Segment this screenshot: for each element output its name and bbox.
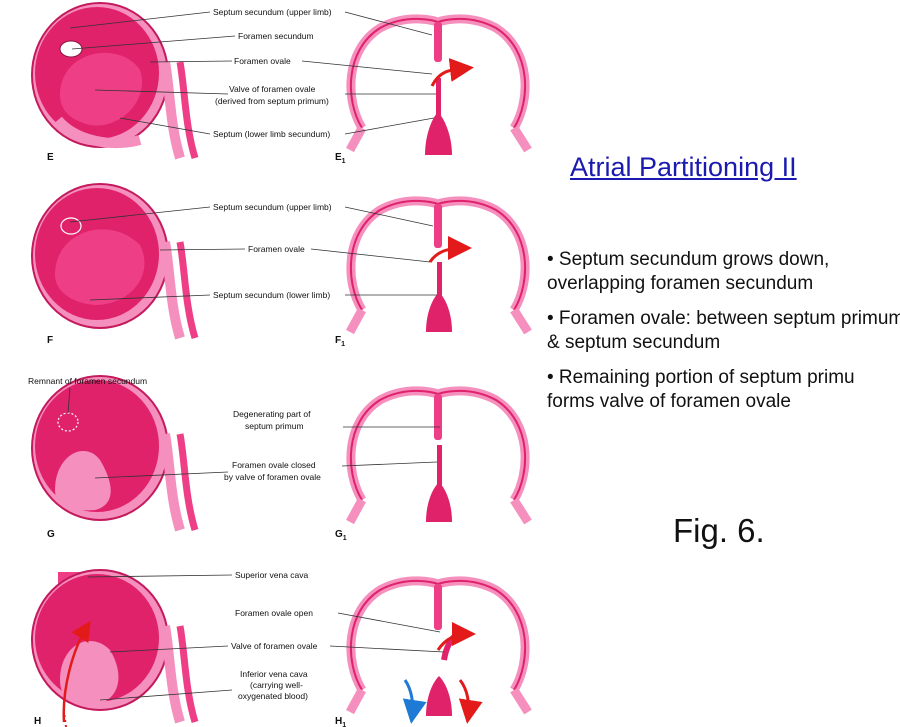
panel-sub-letter: H1 [335, 716, 346, 727]
label-valve-of-foramen-ovale: Valve of foramen ovale [231, 641, 318, 651]
label-septum-secundum-upper-limb: Septum secundum (upper limb) [213, 7, 332, 17]
panel-f: Septum secundum (upper limb) Foramen ova… [31, 183, 532, 348]
panel-g-frontal-view [346, 386, 532, 525]
label-valve-of-foramen-ovale: Valve of foramen ovale [229, 84, 316, 94]
bullet-item: • Remaining portion of septum primu form… [547, 367, 855, 412]
label-inferior-vena-cava: Inferior vena cava [240, 669, 308, 679]
panel-e: Septum secundum (upper limb) Foramen sec… [31, 2, 532, 165]
panel-h: Superior vena cava Foramen ovale open Va… [31, 569, 532, 727]
panel-sub-letter: G1 [335, 529, 347, 542]
label-oxygenated-blood: oxygenated blood) [238, 691, 308, 701]
panel-e-leader-lines [69, 11, 436, 135]
panel-g-sagittal-view [31, 375, 199, 532]
label-foramen-ovale-open: Foramen ovale open [235, 608, 313, 618]
panel-g: Remnant of foramen secundum Degenerating… [28, 375, 532, 542]
bullet-item: • Foramen ovale: between septum primum &… [547, 308, 900, 353]
panel-h-sagittal-view [31, 569, 199, 727]
panel-e-frontal-view [346, 14, 532, 155]
label-septum-secundum-upper-limb: Septum secundum (upper limb) [213, 202, 332, 212]
panel-f-frontal-view [346, 196, 532, 335]
panel-sub-letter: F1 [335, 335, 345, 348]
label-carrying-well: (carrying well- [250, 680, 303, 690]
label-degenerating-part-of: Degenerating part of [233, 409, 311, 419]
label-septum-secundum-lower-limb: Septum secundum (lower limb) [213, 290, 330, 300]
label-foramen-ovale-closed: Foramen ovale closed [232, 460, 316, 470]
slide-title: Atrial Partitioning II [570, 152, 797, 182]
label-foramen-ovale: Foramen ovale [248, 244, 305, 254]
panel-letter: F [47, 335, 53, 346]
label-remnant-of-foramen-secundum: Remnant of foramen secundum [28, 376, 147, 386]
bullet-list: • Septum secundum grows down, overlappin… [547, 248, 900, 425]
label-superior-vena-cava: Superior vena cava [235, 570, 309, 580]
panel-e-sagittal-view [31, 2, 199, 160]
panel-letter: G [47, 529, 55, 540]
figure-caption: Fig. 6. [673, 512, 765, 549]
panel-g-leader-lines [67, 387, 440, 479]
label-foramen-secundum: Foramen secundum [238, 31, 314, 41]
panel-sub-letter: E1 [335, 152, 346, 165]
panel-letter: E [47, 152, 54, 163]
label-septum-lower-limb-secundum: Septum (lower limb secundum) [213, 129, 330, 139]
panel-f-sagittal-view [31, 183, 199, 340]
panel-h-frontal-view [346, 576, 532, 724]
label-foramen-ovale: Foramen ovale [234, 56, 291, 66]
bullet-item: • Septum secundum grows down, overlappin… [547, 249, 830, 294]
panel-f-leader-lines [69, 206, 437, 301]
label-by-valve-of-foramen-ovale: by valve of foramen ovale [224, 472, 321, 482]
label-derived-from-septum-primum: (derived from septum primum) [215, 96, 329, 106]
label-septum-primum: septum primum [245, 421, 304, 431]
panel-letter: H [34, 716, 41, 727]
panel-h-leader-lines [87, 574, 445, 701]
atrial-partition-diagram: Septum secundum (upper limb) Foramen sec… [28, 2, 532, 727]
